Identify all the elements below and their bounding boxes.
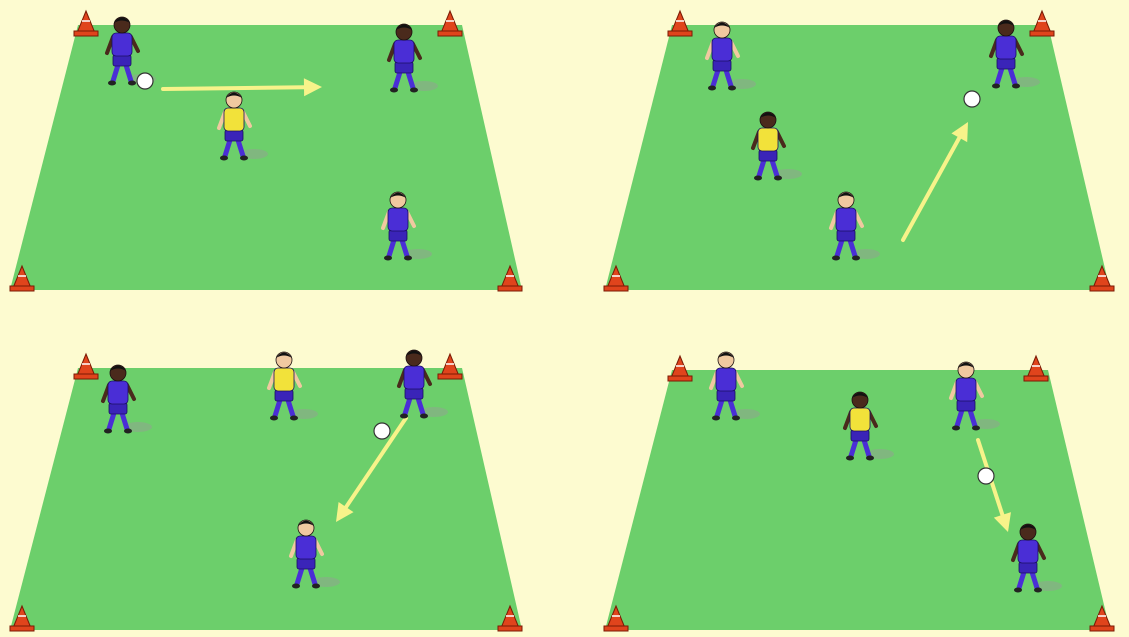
player-boot <box>852 256 860 261</box>
player-shorts <box>759 150 777 161</box>
player-boot <box>866 456 874 461</box>
player-shirt <box>716 368 736 391</box>
player-shorts <box>389 230 407 241</box>
player-boot <box>708 86 716 91</box>
player-shirt <box>274 368 294 391</box>
player-boot <box>404 256 412 261</box>
player-shorts <box>997 58 1015 69</box>
ball <box>964 91 980 107</box>
player-boot <box>108 81 116 86</box>
player-boot <box>390 88 398 93</box>
player-shorts <box>405 388 423 399</box>
player-boot <box>240 156 248 161</box>
player-shorts <box>1019 562 1037 573</box>
player-shirt <box>996 36 1016 59</box>
player-shorts <box>837 230 855 241</box>
pass-arrow-shaft <box>163 87 304 89</box>
player-boot <box>400 414 408 419</box>
player-boot <box>832 256 840 261</box>
player-boot <box>124 429 132 434</box>
player-boot <box>1012 84 1020 89</box>
panel-bottom-right <box>604 352 1114 631</box>
panel-top-right <box>604 11 1114 291</box>
player-boot <box>128 81 136 86</box>
player-boot <box>846 456 854 461</box>
player-shirt <box>296 536 316 559</box>
player-shorts <box>713 60 731 71</box>
player-boot <box>732 416 740 421</box>
player-shorts <box>225 130 243 141</box>
player-boot <box>270 416 278 421</box>
player-shorts <box>851 430 869 441</box>
player-boot <box>754 176 762 181</box>
player-boot <box>420 414 428 419</box>
player-boot <box>312 584 320 589</box>
player-shirt <box>850 408 870 431</box>
player-boot <box>728 86 736 91</box>
player-boot <box>104 429 112 434</box>
player-boot <box>292 584 300 589</box>
player-shirt <box>112 33 132 56</box>
player-boot <box>1014 588 1022 593</box>
player-boot <box>1034 588 1042 593</box>
player-boot <box>972 426 980 431</box>
player-shorts <box>395 62 413 73</box>
player-shirt <box>394 40 414 63</box>
player-shorts <box>275 390 293 401</box>
player-shirt <box>836 208 856 231</box>
panel-top-left <box>10 11 522 291</box>
player-shorts <box>113 55 131 66</box>
player-shirt <box>404 366 424 389</box>
player-shorts <box>957 400 975 411</box>
player-shorts <box>717 390 735 401</box>
ball <box>978 468 994 484</box>
player-shirt <box>224 108 244 131</box>
player-boot <box>774 176 782 181</box>
player-boot <box>952 426 960 431</box>
player-shirt <box>388 208 408 231</box>
player-shorts <box>109 403 127 414</box>
ball <box>137 73 153 89</box>
player-shirt <box>712 38 732 61</box>
player-shorts <box>297 558 315 569</box>
pitch <box>10 25 522 290</box>
player-boot <box>290 416 298 421</box>
pitch <box>10 368 522 630</box>
player-boot <box>220 156 228 161</box>
player-boot <box>410 88 418 93</box>
player-boot <box>992 84 1000 89</box>
player-shirt <box>956 378 976 401</box>
player-shirt <box>108 381 128 404</box>
player-boot <box>384 256 392 261</box>
panel-bottom-left <box>10 350 522 631</box>
player-boot <box>712 416 720 421</box>
player-shirt <box>758 128 778 151</box>
player-shirt <box>1018 540 1038 563</box>
ball <box>374 423 390 439</box>
